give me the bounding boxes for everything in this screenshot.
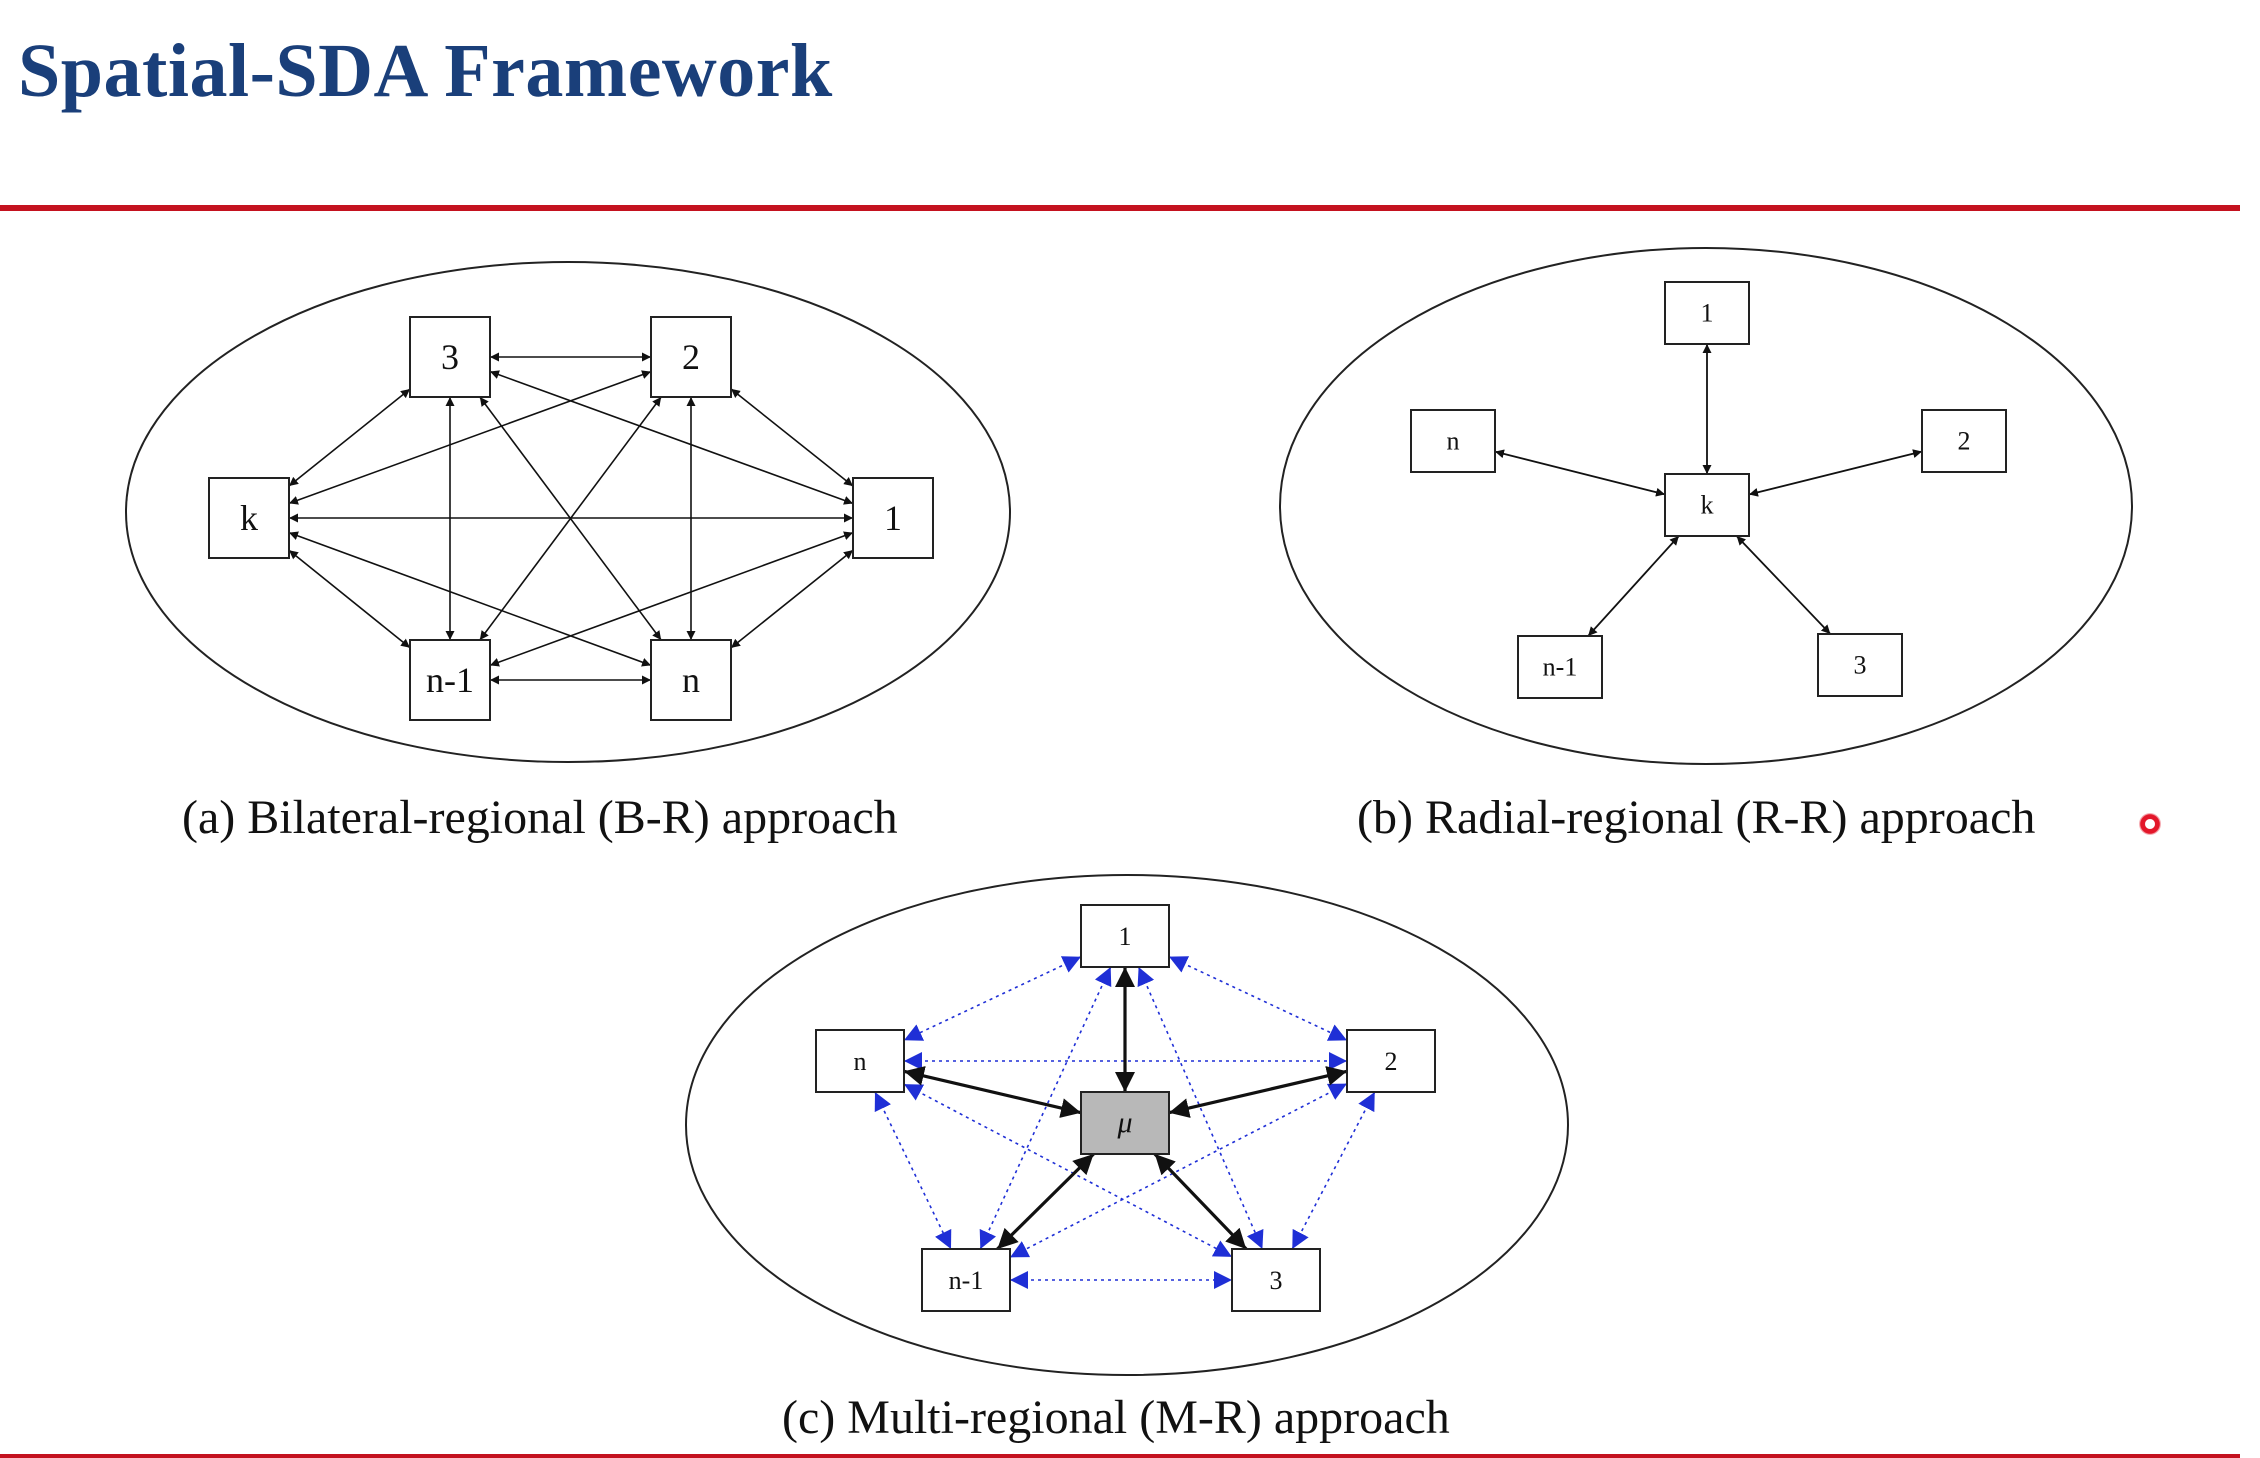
edges	[874, 955, 1376, 1289]
node-label-3: 3	[441, 337, 459, 377]
node-label-1: 1	[1119, 922, 1132, 951]
node-label-2: 2	[1385, 1047, 1398, 1076]
node-3: 3	[1817, 633, 1903, 697]
edge-2-3	[1291, 1091, 1376, 1250]
node-k: k	[1664, 473, 1750, 537]
node-hub-mu: μ	[1080, 1091, 1170, 1155]
diagram-bilateral-regional: 3 2 k 1 n-1 n	[125, 261, 1011, 763]
node-label-k: k	[240, 498, 258, 538]
caption-c: (c) Multi-regional (M-R) approach	[782, 1391, 1450, 1444]
edges	[1494, 344, 1923, 637]
diagram-multi-regional: 1 n 2 n-1 3 μ	[685, 874, 1569, 1376]
node-label-n-1: n-1	[949, 1266, 984, 1295]
edge-mu-3	[1153, 1152, 1248, 1251]
node-3: 3	[1231, 1248, 1321, 1312]
edge-1-3	[1137, 966, 1264, 1250]
laser-pointer-icon	[2139, 813, 2161, 835]
node-label-1: 1	[1701, 299, 1714, 328]
edge-mu-2	[1168, 1066, 1348, 1118]
edge-n-1	[730, 549, 854, 649]
node-n: n	[815, 1029, 905, 1093]
node-label-n: n	[1447, 427, 1460, 456]
region-boundary-ellipse	[125, 261, 1011, 763]
node-1: 1	[1080, 904, 1170, 968]
slide-title: Spatial-SDA Framework	[18, 29, 833, 113]
footer-divider	[0, 1454, 2240, 1458]
node-2: 2	[1346, 1029, 1436, 1093]
node-n-1: n-1	[409, 639, 491, 721]
edge-mu-n	[903, 1066, 1082, 1118]
node-label-k: k	[1701, 491, 1714, 520]
diagram-radial-regional: 1 n 2 k n-1 3	[1279, 247, 2133, 765]
edge-2-1	[730, 388, 854, 487]
node-label-hub: μ	[1116, 1106, 1132, 1139]
node-2: 2	[1921, 409, 2007, 473]
edges	[288, 352, 854, 685]
edge-k-2	[1748, 449, 1923, 497]
nodes: 1 n 2 n-1 3 μ	[815, 904, 1436, 1312]
node-label-n: n	[682, 660, 700, 700]
edge-k-n-1	[288, 549, 411, 649]
edge-k-3	[1735, 535, 1832, 635]
node-3: 3	[409, 316, 491, 398]
nodes: 3 2 k 1 n-1 n	[208, 316, 934, 721]
node-label-n-1: n-1	[1543, 653, 1578, 682]
node-label-n: n	[854, 1047, 867, 1076]
edge-mu-n-1	[996, 1152, 1095, 1251]
caption-b: (b) Radial-regional (R-R) approach	[1357, 791, 2036, 844]
edge-k-n-1	[1587, 535, 1680, 637]
node-n: n	[1410, 409, 1496, 473]
node-n: n	[650, 639, 732, 721]
node-label-3: 3	[1854, 651, 1867, 680]
nodes: 1 n 2 k n-1 3	[1410, 281, 2007, 699]
node-k: k	[208, 477, 290, 559]
edge-n-n-1	[874, 1091, 952, 1250]
node-label-n-1: n-1	[426, 660, 474, 700]
caption-a: (a) Bilateral-regional (B-R) approach	[182, 791, 898, 844]
region-boundary-ellipse	[1279, 247, 2133, 765]
node-label-1: 1	[884, 498, 902, 538]
edge-2-k	[288, 370, 652, 505]
node-label-2: 2	[682, 337, 700, 377]
edge-1-n	[903, 956, 1082, 1041]
edge-n-1-1	[489, 531, 854, 667]
node-1: 1	[852, 477, 934, 559]
node-label-3: 3	[1270, 1266, 1283, 1295]
edge-1-2	[1168, 955, 1348, 1042]
title-divider	[0, 205, 2240, 211]
node-n-1: n-1	[1517, 635, 1603, 699]
edge-k-n	[1494, 449, 1666, 497]
region-boundary-ellipse	[685, 874, 1569, 1376]
node-2: 2	[650, 316, 732, 398]
edge-3-k	[288, 388, 411, 487]
node-label-2: 2	[1958, 427, 1971, 456]
node-1: 1	[1664, 281, 1750, 345]
node-n-1: n-1	[921, 1248, 1011, 1312]
